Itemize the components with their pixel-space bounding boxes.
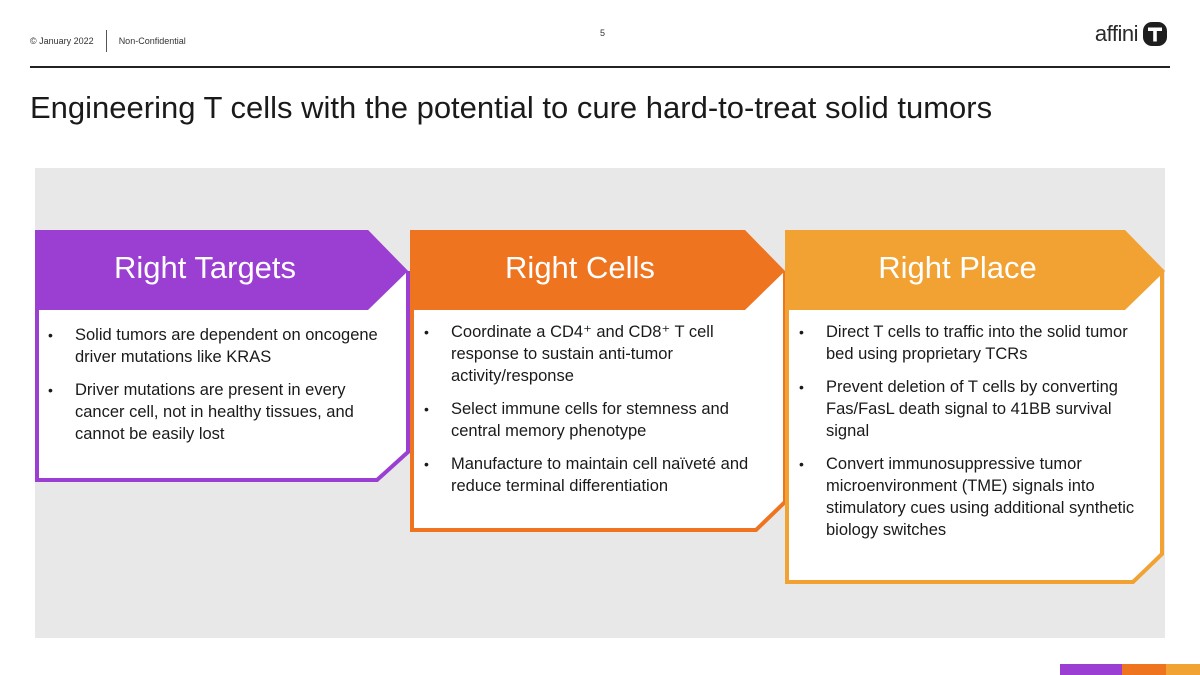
date-label: © January 2022 <box>30 36 94 46</box>
column-cells-body: Coordinate a CD4⁺ and CD8⁺ T cell respon… <box>416 321 778 508</box>
header-rule <box>30 66 1170 68</box>
place-bullet-list: Direct T cells to traffic into the solid… <box>791 321 1151 541</box>
footer-bar-purple <box>1060 664 1122 675</box>
bullet-item: Manufacture to maintain cell naïveté and… <box>416 453 778 497</box>
affini-t-mark-icon <box>1143 22 1167 46</box>
footer-bar-orange <box>1122 664 1166 675</box>
heading-right-place: Right Place <box>878 250 1037 285</box>
page-number: 5 <box>600 28 606 38</box>
content-panel: Right Targets Right Cells Right Place So… <box>35 168 1165 638</box>
confidentiality-label: Non-Confidential <box>118 36 186 46</box>
cells-bullet-list: Coordinate a CD4⁺ and CD8⁺ T cell respon… <box>416 321 778 497</box>
company-logo: affini <box>1095 21 1168 47</box>
bullet-item: Convert immunosuppressive tumor microenv… <box>791 453 1151 541</box>
logo-wordmark: affini <box>1094 21 1139 46</box>
bullet-item: Direct T cells to traffic into the solid… <box>791 321 1151 365</box>
column-place-body: Direct T cells to traffic into the solid… <box>791 321 1151 552</box>
heading-right-cells: Right Cells <box>505 250 655 285</box>
column-targets-body: Solid tumors are dependent on oncogene d… <box>40 324 398 456</box>
footer-bar-light-orange <box>1166 664 1200 675</box>
bullet-item: Prevent deletion of T cells by convertin… <box>791 376 1151 442</box>
slide-title: Engineering T cells with the potential t… <box>30 90 993 125</box>
header-meta: © January 2022 Non-Confidential <box>30 30 186 52</box>
bullet-item: Coordinate a CD4⁺ and CD8⁺ T cell respon… <box>416 321 778 387</box>
bullet-item: Driver mutations are present in every ca… <box>40 379 398 445</box>
bullet-item: Solid tumors are dependent on oncogene d… <box>40 324 398 368</box>
targets-bullet-list: Solid tumors are dependent on oncogene d… <box>40 324 398 445</box>
heading-right-targets: Right Targets <box>113 250 297 285</box>
header-divider <box>105 30 107 52</box>
bullet-item: Select immune cells for stemness and cen… <box>416 398 778 442</box>
